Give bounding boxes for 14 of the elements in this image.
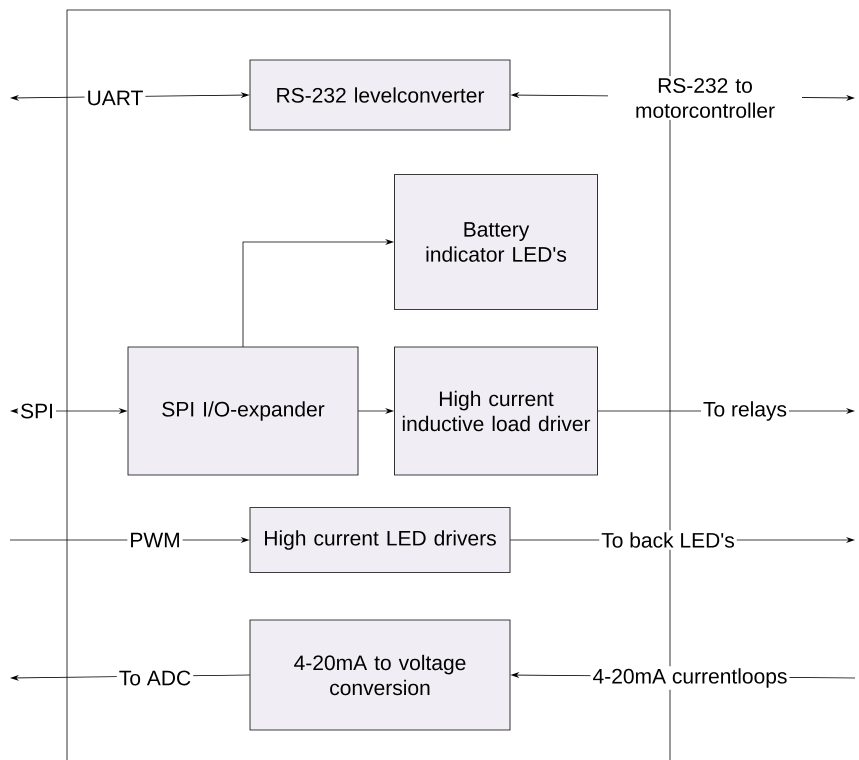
process-box: RS-232 levelconverter bbox=[250, 60, 510, 130]
edge-label: PWM bbox=[127, 530, 183, 550]
process-box: SPI I/O-expander bbox=[128, 346, 358, 476]
process-box: Battery indicator LED's bbox=[394, 174, 598, 310]
edge-label: To back LED's bbox=[599, 530, 737, 550]
edge-label: RS-232 to motorcontroller bbox=[608, 76, 802, 120]
edge-label: 4-20mA currentloops bbox=[590, 666, 790, 690]
process-box: High current inductive load driver bbox=[394, 346, 598, 476]
edge-label: UART bbox=[84, 88, 146, 108]
process-box: High current LED drivers bbox=[250, 507, 510, 573]
edge-label: To ADC bbox=[116, 668, 194, 688]
process-box: 4-20mA to voltage conversion bbox=[250, 620, 510, 730]
edge-label: SPI bbox=[18, 402, 56, 420]
edge-label: To relays bbox=[701, 399, 790, 423]
